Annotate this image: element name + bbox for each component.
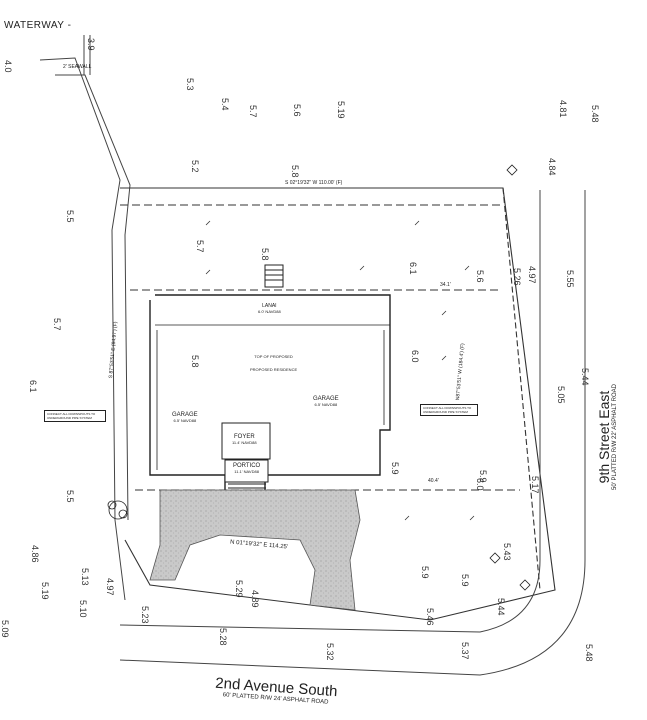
- spot-elevation: 5.13: [80, 568, 90, 586]
- stair-icon: [264, 264, 284, 288]
- spot-elevation: 4.0: [3, 60, 13, 73]
- spot-elevation: 6.0: [410, 350, 420, 363]
- residence-title: TOP OF PROPOSED: [254, 354, 293, 359]
- spot-elevation: 5.23: [140, 606, 150, 624]
- spot-elevation: 5.8: [260, 248, 270, 261]
- spot-elevation: 5.9: [390, 462, 400, 475]
- spot-elevation: 5.5: [65, 490, 75, 503]
- house-footprint: [149, 294, 391, 506]
- dim-34: 34.1': [440, 282, 451, 288]
- street-east-title: 9th Street East: [596, 390, 612, 484]
- spot-elevation: 5.48: [584, 644, 594, 662]
- street-east-name: 9th Street East 50' PLATTED R/W 22' ASPH…: [596, 384, 618, 490]
- spot-elevation: 4.97: [105, 578, 115, 596]
- spot-elevation: 5.48: [590, 105, 600, 123]
- note-left: CONNECT ALL DOWNSPOUTS TO UNDERGROUND PI…: [44, 410, 106, 422]
- spot-elevation: 5.17: [530, 476, 540, 494]
- street-east-subtitle: 50' PLATTED R/W 22' ASPHALT ROAD: [612, 384, 618, 490]
- garage-left-name: GARAGE: [172, 412, 198, 418]
- spot-elevation: 3.9: [86, 38, 96, 51]
- spot-elevation: 4.97: [527, 266, 537, 284]
- spot-elevation: 4.84: [547, 158, 557, 176]
- spot-elevation: 5.7: [195, 240, 205, 253]
- spot-elevation: 5.32: [325, 643, 335, 661]
- spot-elevation: 4.86: [30, 545, 40, 563]
- residence-sub: PROPOSED RESIDENCE: [250, 367, 298, 372]
- spot-elevation: 4.81: [558, 100, 568, 118]
- spot-elevation: 5.6: [292, 104, 302, 117]
- drainage-arrows: [205, 220, 475, 521]
- foyer-name: FOYER: [233, 434, 255, 440]
- spot-elevation: 4.89: [250, 590, 260, 608]
- spot-elevation: 5.46: [425, 608, 435, 626]
- dim-40: 40.4': [428, 478, 439, 484]
- spot-elevation: 6.1: [408, 262, 418, 275]
- seawall-lines: [39, 35, 131, 601]
- driveway-pavers: [149, 489, 361, 611]
- street-curb: [119, 190, 586, 676]
- spot-elevation: 6.1: [28, 380, 38, 393]
- spot-elevation: 5.4: [220, 98, 230, 111]
- spot-elevation: 5.19: [336, 101, 346, 119]
- spot-elevation: 5.9: [420, 566, 430, 579]
- spot-elevation: 5.37: [460, 642, 470, 660]
- lanai-label: LANAI 6.0' NAVD88: [258, 303, 281, 314]
- spot-elevation: 5.44: [580, 368, 590, 386]
- spot-elevation: 5.43: [502, 543, 512, 561]
- spot-elevation: 6.0: [475, 478, 485, 491]
- spot-elevation: 5.05: [556, 386, 566, 404]
- spot-elevation: 5.2: [190, 160, 200, 173]
- residence-label: TOP OF PROPOSED PROPOSED RESIDENCE: [250, 354, 297, 372]
- garage-left-elev: 6.5' NAVD88: [173, 418, 197, 423]
- garage-right-label: GARAGE 6.5' NAVD88: [313, 396, 339, 407]
- garage-right-elev: 6.5' NAVD88: [314, 402, 338, 407]
- portico-label: PORTICO 11.1' NAVD88: [233, 463, 260, 474]
- spot-elevation: 5.26: [512, 268, 522, 286]
- spot-elevation: 5.28: [218, 628, 228, 646]
- spot-elevation: 5.55: [565, 270, 575, 288]
- spot-elevation: 5.44: [496, 598, 506, 616]
- north-boundary-label: S 02°19'32" W 110.00' (F): [285, 180, 343, 186]
- note-right: CONNECT ALL DOWNSPOUTS TO UNDERGROUND PI…: [420, 404, 478, 416]
- lanai-name: LANAI: [262, 303, 277, 309]
- benchmark-icon: [489, 164, 531, 591]
- spot-elevation: 5.7: [248, 105, 258, 118]
- spot-elevation: 5.19: [40, 582, 50, 600]
- garage-left-label: GARAGE 6.5' NAVD88: [172, 412, 198, 423]
- spot-elevation: 5.09: [0, 620, 10, 638]
- waterway-label: WATERWAY -: [4, 20, 72, 31]
- spot-elevation: 5.8: [190, 355, 200, 368]
- spot-elevation: 5.7: [52, 318, 62, 331]
- seawall-label: 2' SEAWALL: [63, 64, 92, 70]
- portico-name: PORTICO: [233, 463, 261, 469]
- portico-elev: 11.1' NAVD88: [234, 469, 259, 474]
- spot-elevation: 5.29: [234, 580, 244, 598]
- spot-elevation: 5.8: [290, 165, 300, 178]
- spot-elevation: 5.6: [475, 270, 485, 283]
- tree-icon: [107, 500, 128, 520]
- foyer-elev: 11.4' NAVD88: [232, 440, 257, 445]
- spot-elevation: 5.9: [460, 574, 470, 587]
- foyer-label: FOYER 11.4' NAVD88: [232, 434, 257, 445]
- spot-elevation: 5.10: [78, 600, 88, 618]
- spot-elevation: 5.3: [185, 78, 195, 91]
- lanai-elevation: 6.0' NAVD88: [258, 309, 281, 314]
- garage-right-name: GARAGE: [313, 396, 339, 402]
- spot-elevation: 5.5: [65, 210, 75, 223]
